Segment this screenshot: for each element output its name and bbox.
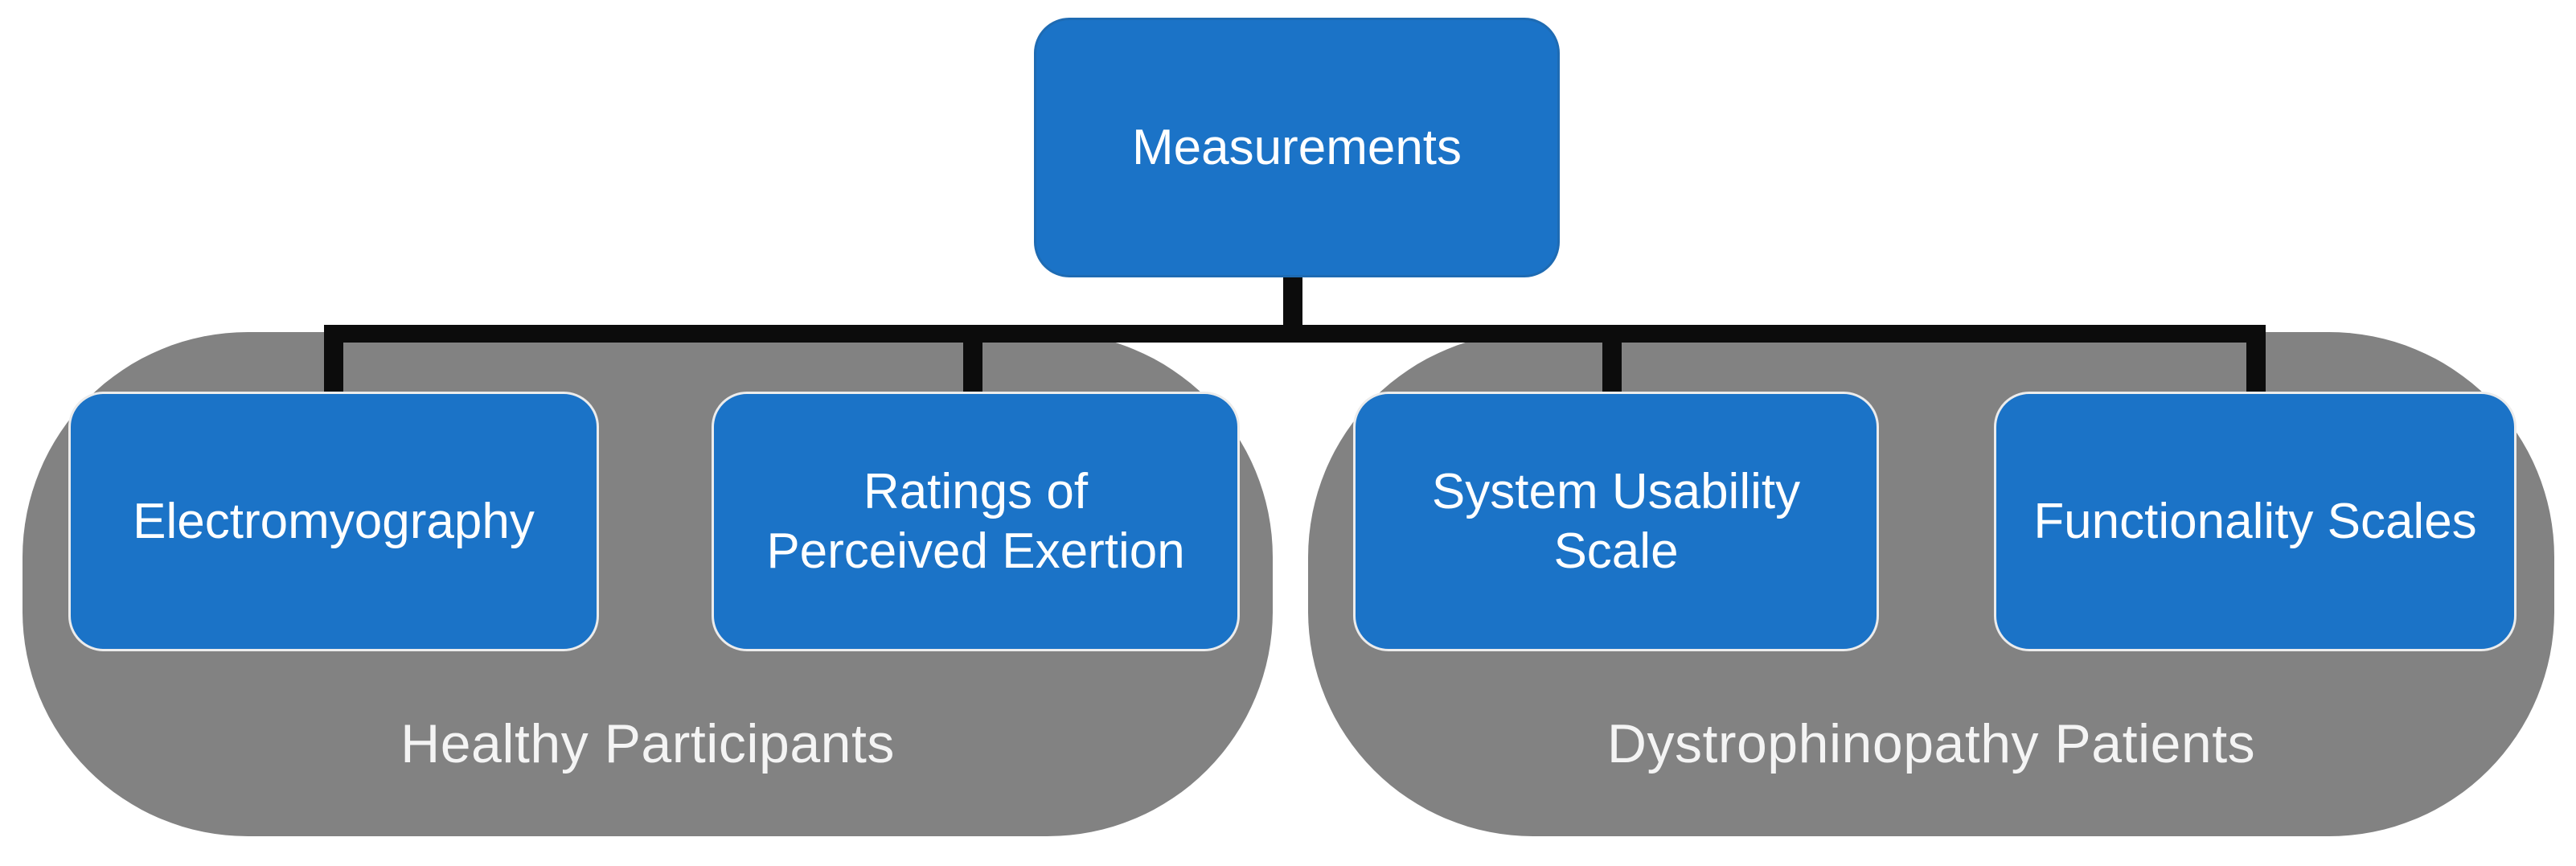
connector-drop-line-2 xyxy=(963,341,982,392)
root-node-measurements: Measurements xyxy=(1034,18,1560,277)
group-label-healthy-participants: Healthy Participants xyxy=(400,713,895,774)
group-label-dystrophinopathy-patients: Dystrophinopathy Patients xyxy=(1606,713,2256,774)
connector-crossbar-line xyxy=(324,325,2266,343)
connector-drop-line-1 xyxy=(324,341,343,392)
leaf-node-label-electromyography: Electromyography xyxy=(133,493,535,549)
root-node-label: Measurements xyxy=(1131,119,1462,175)
leaf-node-system-usability-scale: System Usability Scale xyxy=(1353,392,1879,651)
leaf-node-label-system-usability-scale: System Usability Scale xyxy=(1431,464,1801,579)
leaf-node-ratings-of-perceived-exertion: Ratings of Perceived Exertion xyxy=(712,392,1240,651)
leaf-node-functionality-scales: Functionality Scales xyxy=(1994,392,2517,651)
leaf-node-label-functionality-scales: Functionality Scales xyxy=(2033,493,2477,549)
leaf-node-electromyography: Electromyography xyxy=(68,392,599,651)
leaf-node-label-ratings-of-perceived-exertion: Ratings of Perceived Exertion xyxy=(766,464,1185,579)
connector-stem-line xyxy=(1283,276,1302,326)
connector-drop-line-3 xyxy=(1602,341,1622,392)
connector-drop-line-4 xyxy=(2246,341,2266,392)
